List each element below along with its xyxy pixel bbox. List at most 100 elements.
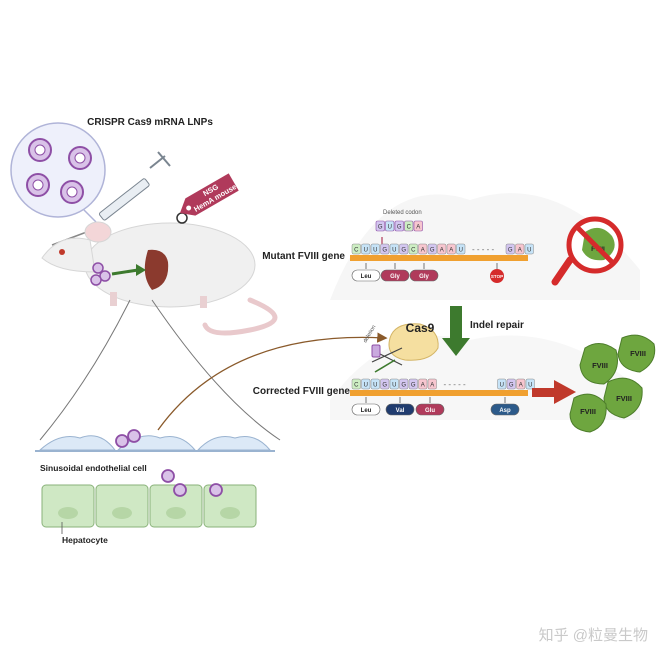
amino-acid-badge: Leu — [351, 263, 381, 282]
nucleotide-letter: C — [354, 248, 359, 254]
nucleotide: U — [456, 243, 466, 255]
nucleotide: A — [427, 378, 437, 390]
nucleotide-letter: U — [373, 248, 377, 254]
nucleotide: U — [524, 243, 534, 255]
mouse-leg — [110, 292, 117, 306]
amino-acid-badge: Val — [385, 397, 415, 416]
mouse-head — [41, 237, 96, 273]
deletion-arrow — [374, 359, 396, 373]
mouse-eye — [59, 249, 65, 255]
watermark: 知乎 @粒曼生物 — [539, 627, 648, 644]
nucleotide-letter: U — [364, 383, 368, 389]
nucleotide-letter: A — [430, 383, 434, 389]
amino-acid-badge: Leu — [351, 397, 381, 416]
hepatocyte-cell — [95, 484, 149, 528]
liver-tissue: Sinusoidal endothelial cell Hepatocyte — [35, 429, 275, 545]
hepatocyte-nucleus — [58, 507, 78, 519]
lnp-magnifier — [10, 122, 106, 218]
nucleotide-letter: G — [411, 383, 416, 389]
indel-arrow-head — [442, 338, 470, 356]
deletion-label: deletion — [363, 324, 378, 344]
hepatocyte-nucleus — [166, 507, 186, 519]
amino-acid-label: STOP — [491, 274, 503, 279]
nucleotide-letter: U — [500, 383, 504, 389]
amino-acid-badge: Gly — [409, 263, 439, 282]
nucleotide: G — [399, 378, 409, 390]
fviii-label: FVIII — [630, 349, 646, 358]
magnifier-connector — [83, 209, 97, 223]
lnp-particle-small — [161, 469, 175, 483]
nucleotide-letter: G — [509, 383, 514, 389]
amino-acid-label: Val — [396, 408, 405, 414]
fviii-protein: FVIII — [579, 343, 618, 385]
zoom-line-right — [151, 299, 281, 441]
nucleotide: U — [389, 243, 399, 255]
expression-arrow-head — [554, 380, 576, 404]
cas9-protein — [388, 323, 439, 361]
nucleotide: U — [361, 378, 371, 390]
lnp-title: CRISPR Cas9 mRNA LNPs — [87, 117, 213, 128]
nucleotide-letter: U — [459, 248, 463, 254]
nucleotide: G — [506, 378, 516, 390]
nucleotide-letter: A — [449, 248, 453, 254]
mouse-tail — [202, 297, 278, 336]
mutant-mrna-strand — [350, 255, 528, 261]
nucleotide-letter: A — [421, 248, 425, 254]
expression-arrow-shaft — [532, 388, 556, 397]
amino-acid-label: Leu — [361, 274, 372, 280]
deleted-nucleotide: U — [385, 220, 395, 232]
lnp-particle-small — [209, 483, 223, 497]
to-liver-arrowhead — [136, 264, 146, 276]
nucleotide-letter: U — [527, 248, 531, 254]
nucleotide-letter: G — [401, 248, 406, 254]
hepatocyte-cell — [41, 484, 95, 528]
nucleotide-letter: A — [519, 383, 523, 389]
zoom-line-left — [39, 299, 131, 441]
nucleotide-letter: G — [382, 383, 387, 389]
nucleotide-letter: G — [382, 248, 387, 254]
nucleotide-letter: U — [364, 248, 368, 254]
nucleotide: C — [351, 378, 361, 390]
amino-acid-label: Leu — [361, 408, 372, 414]
deleted-nucleotide: A — [413, 220, 423, 232]
nucleotide: U — [389, 378, 399, 390]
fviii-label: FVIII — [592, 361, 608, 370]
nucleotide-letter: G — [401, 383, 406, 389]
nucleotide-letter: G — [430, 248, 435, 254]
mouse-leg — [200, 296, 207, 308]
fviii-protein: FVIII — [569, 393, 607, 433]
amino-acid-badge: Gly — [380, 263, 410, 282]
mouse-tag: NSG HemA mouse — [176, 173, 239, 224]
nucleotide-letter: G — [508, 248, 513, 254]
fviii-protein: FVIII — [617, 334, 656, 373]
deleted-nucleotide: C — [404, 220, 414, 232]
nucleotide: A — [418, 378, 428, 390]
nucleotide: A — [516, 378, 526, 390]
nucleotide: U — [370, 243, 380, 255]
mouse-ear — [84, 221, 112, 243]
nucleotide: C — [408, 243, 418, 255]
nucleotide-letter: C — [354, 383, 359, 389]
hepatocyte-nucleus — [220, 507, 240, 519]
amino-acid-label: Asp — [499, 408, 511, 414]
lnp-particle-small — [173, 483, 187, 497]
nucleotide: G — [380, 243, 390, 255]
nucleotide: G — [380, 378, 390, 390]
amino-acid-badge: Glu — [415, 397, 445, 416]
nucleotide: G — [408, 378, 418, 390]
sinusoidal-label: Sinusoidal endothelial cell — [40, 463, 147, 473]
nucleotide-letter: U — [392, 383, 396, 389]
lnp-particle — [68, 146, 92, 170]
delivery-arrow — [157, 332, 388, 431]
deleted-nucleotide: G — [394, 220, 404, 232]
nucleotide-letter: A — [440, 248, 444, 254]
indel-arrow-shaft — [450, 306, 462, 342]
nucleotide-letter: U — [528, 383, 532, 389]
lnp-particle — [60, 180, 84, 204]
nucleotide: G — [399, 243, 409, 255]
sequence-gap: - - - - - — [472, 245, 495, 254]
